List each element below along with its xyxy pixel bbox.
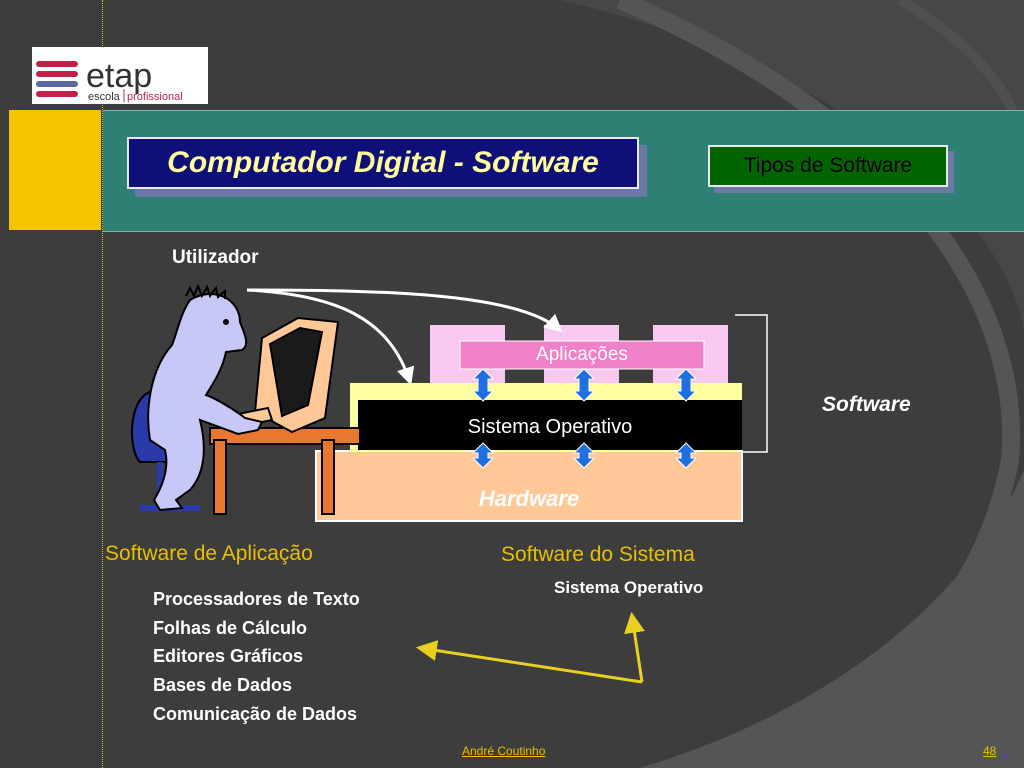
applications-label: Aplicações <box>536 344 628 365</box>
header-accent <box>9 110 101 230</box>
title-box: Computador Digital - Software <box>127 137 639 189</box>
software-types-label: Tipos de Software <box>743 154 913 177</box>
software-bracket <box>735 314 768 453</box>
software-types-box: Tipos de Software <box>708 145 948 187</box>
list-item: Bases de Dados <box>153 675 293 696</box>
list-item: Folhas de Cálculo <box>153 617 308 638</box>
footer-page-number[interactable]: 48 <box>983 744 997 758</box>
double-arrow-icon <box>674 368 698 402</box>
svg-text:profissional: profissional <box>127 91 183 103</box>
application-software-list: Processadores de Texto Folhas de Cálculo… <box>153 585 360 728</box>
software-bracket-label: Software <box>822 393 911 416</box>
pointer-to-system-software <box>624 611 645 683</box>
system-software-heading: Software do Sistema <box>501 543 695 566</box>
operating-system-label: Sistema Operativo <box>467 416 633 438</box>
double-arrow-icon <box>572 442 596 469</box>
application-software-heading: Software de Aplicação <box>105 542 313 565</box>
list-item: Processadores de Texto <box>153 589 360 609</box>
guide-line <box>102 0 103 768</box>
os-layer <box>358 400 742 450</box>
double-arrow-icon <box>471 442 495 469</box>
user-label: Utilizador <box>172 247 259 268</box>
double-arrow-icon <box>674 442 698 469</box>
pointer-to-application-software <box>415 640 643 684</box>
applications-bar <box>459 340 705 370</box>
svg-text:escola: escola <box>88 91 121 103</box>
list-item: Comunicação de Dados <box>153 703 358 724</box>
double-arrow-icon <box>471 368 495 402</box>
hardware-layer <box>315 450 743 522</box>
double-arrow-icon <box>572 368 596 402</box>
etap-logo: etap escola profissional <box>32 47 208 104</box>
list-item: Editores Gráficos <box>153 646 304 667</box>
svg-text:etap: etap <box>86 57 152 95</box>
footer-author-link[interactable]: André Coutinho <box>462 744 546 758</box>
etap-logo-graphic: etap escola profissional <box>36 57 183 103</box>
user-at-computer-icon <box>131 283 361 515</box>
hardware-label: Hardware <box>478 486 580 511</box>
user-to-os-arrow <box>246 288 415 386</box>
user-to-apps-arrow <box>246 288 563 333</box>
page-title: Computador Digital - Software <box>167 146 599 179</box>
system-software-item: Sistema Operativo <box>554 578 704 597</box>
